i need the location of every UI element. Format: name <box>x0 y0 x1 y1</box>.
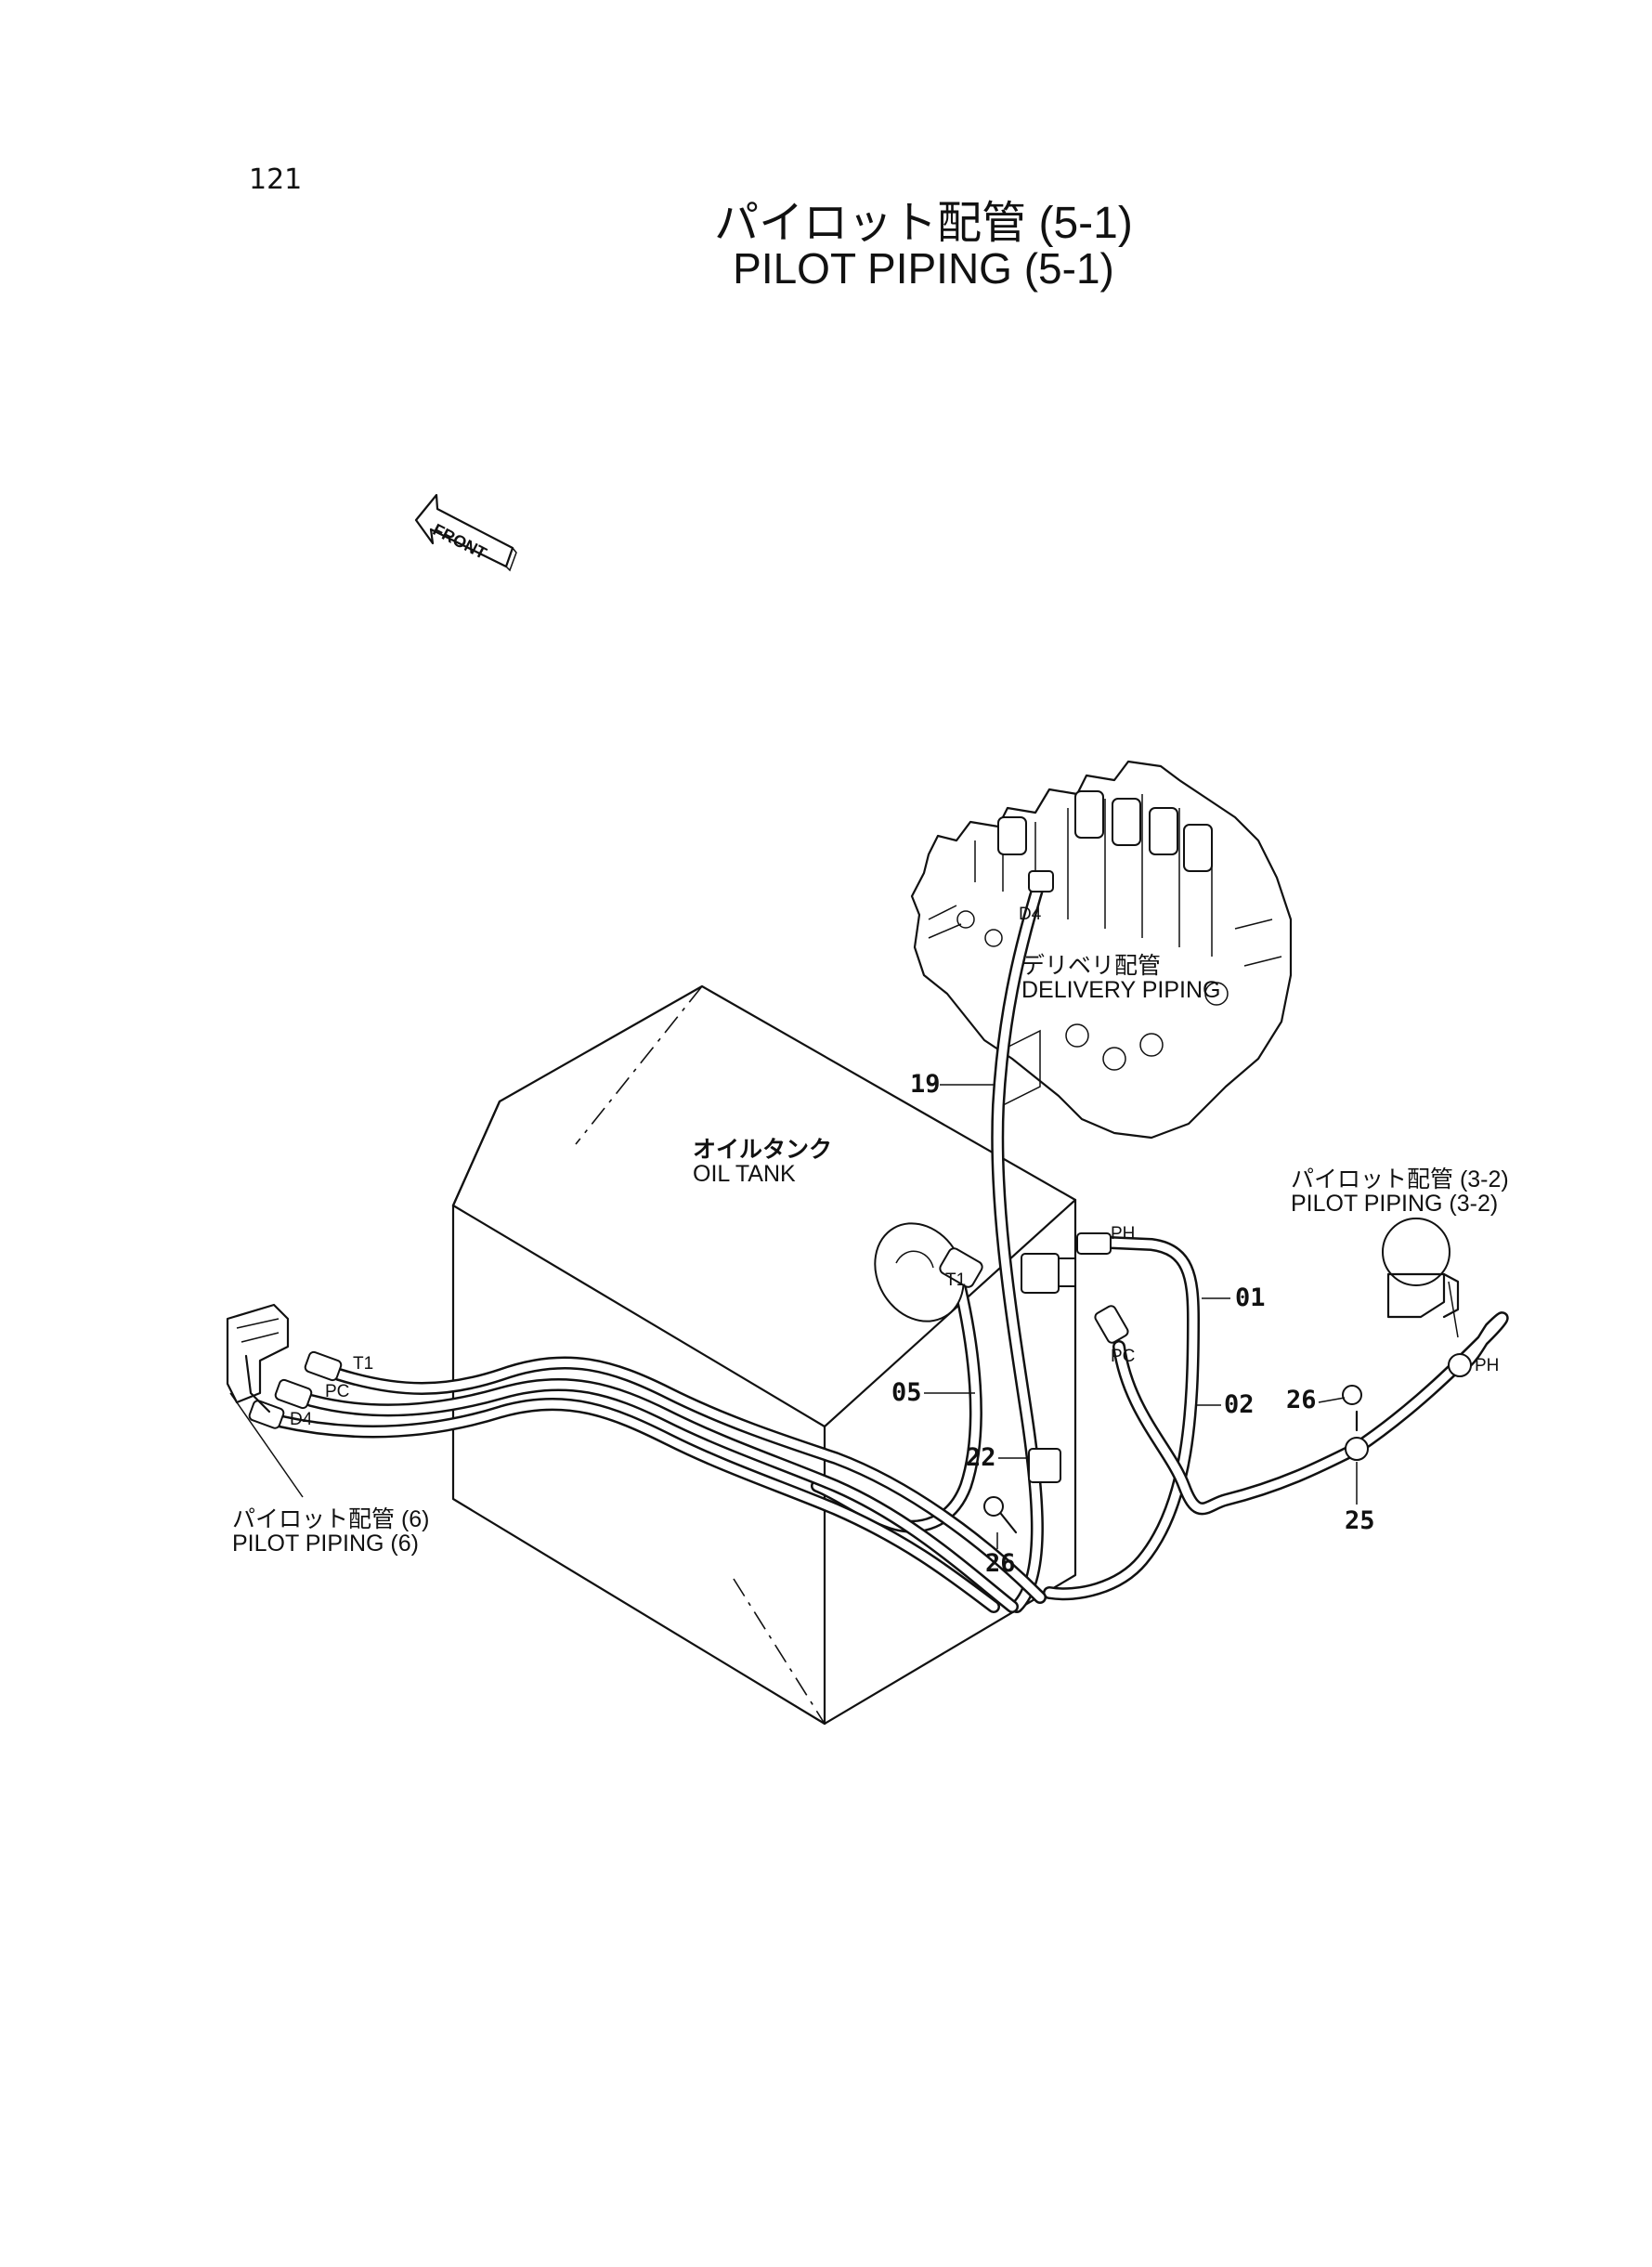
front-arrow-icon <box>414 493 517 572</box>
callout-26-lower: 26 <box>985 1549 1016 1578</box>
callout-25: 25 <box>1345 1506 1375 1535</box>
pilot-piping-6-label-en: PILOT PIPING (6) <box>232 1531 419 1557</box>
port-label-t1-tank: T1 <box>945 1270 967 1290</box>
hose-02 <box>1112 1311 1509 1516</box>
page-number: 121 <box>249 163 303 196</box>
leader-lines <box>229 1084 1358 1549</box>
title-japanese: パイロット配管 (5-1) <box>714 199 1133 248</box>
callout-22: 22 <box>966 1443 996 1472</box>
port-label-d4-top: D4 <box>1019 905 1042 924</box>
hose-01 <box>1043 1236 1201 1601</box>
port-label-pc-mid: PC <box>1111 1347 1136 1366</box>
delivery-piping-label-jp: デリベリ配管 <box>1021 953 1162 979</box>
hose-05 <box>811 1266 982 1533</box>
pilot-piping-3-2-label-en: PILOT PIPING (3-2) <box>1291 1191 1499 1217</box>
delivery-piping-label-en: DELIVERY PIPING <box>1021 977 1221 1003</box>
oil-tank-label-jp: オイルタンク <box>693 1137 833 1163</box>
pilot-filter-drawing <box>1382 1218 1460 1338</box>
callout-05: 05 <box>891 1378 922 1407</box>
oil-tank-label-en: OIL TANK <box>693 1161 796 1187</box>
pilot-piping-3-2-label-jp: パイロット配管 (3-2) <box>1291 1166 1509 1192</box>
oil-tank-drawing <box>451 984 1077 1726</box>
callout-02: 02 <box>1224 1390 1255 1419</box>
port-label-d4-left: D4 <box>290 1410 313 1429</box>
callout-26-right: 26 <box>1286 1386 1317 1414</box>
port-label-ph-right: PH <box>1475 1356 1500 1375</box>
control-valve-drawing <box>910 760 1293 1140</box>
port-label-ph-mid: PH <box>1111 1224 1136 1244</box>
callout-19: 19 <box>910 1070 941 1099</box>
port-label-t1-left: T1 <box>353 1354 374 1374</box>
hose-19 <box>991 874 1047 1613</box>
title-english: PILOT PIPING (5-1) <box>733 244 1114 293</box>
fittings <box>226 870 1472 1534</box>
hoses-to-left-valve <box>272 1356 1047 1613</box>
pilot-piping-6-label-jp: パイロット配管 (6) <box>232 1506 430 1532</box>
callout-01: 01 <box>1235 1283 1266 1312</box>
port-label-pc-left: PC <box>325 1382 350 1401</box>
